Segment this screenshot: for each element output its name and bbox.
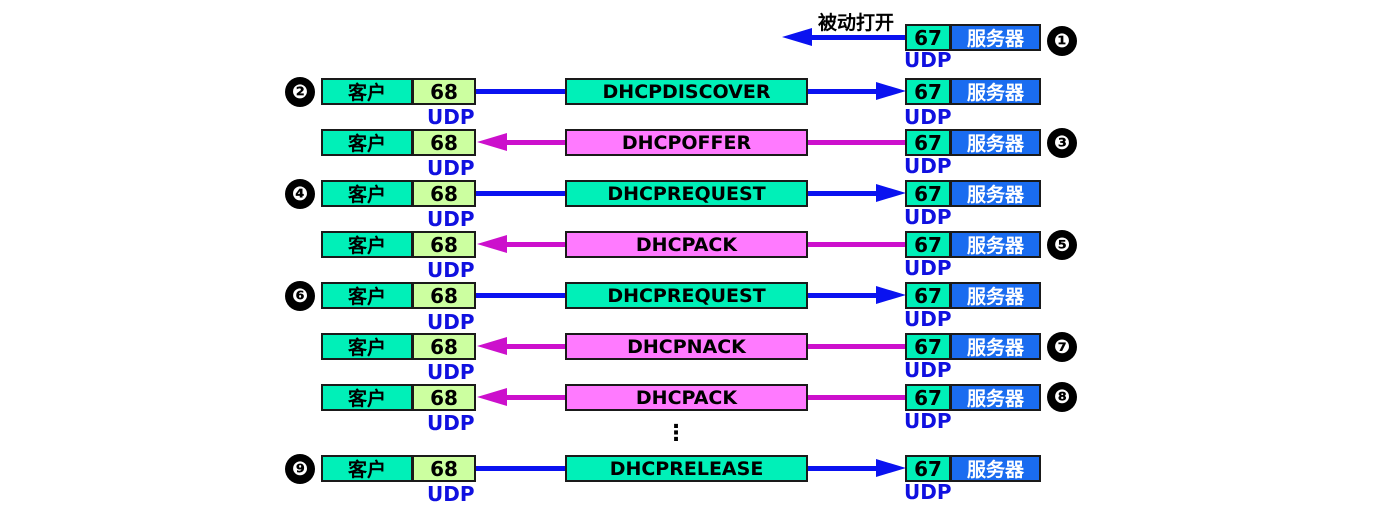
server-udp-label-9: UDP bbox=[904, 480, 952, 504]
client-box-7: 客户 bbox=[321, 333, 413, 360]
server-udp-label-2: UDP bbox=[904, 105, 952, 129]
client-udp-label-7: UDP bbox=[427, 360, 475, 384]
server-udp-label-5: UDP bbox=[904, 256, 952, 280]
server-port-4: 67 bbox=[905, 180, 951, 207]
arrowhead-to-client-3 bbox=[477, 133, 507, 151]
server-port-8: 67 bbox=[905, 384, 951, 411]
step-number-7: ❼ bbox=[1047, 332, 1077, 362]
server-udp-label-7: UDP bbox=[904, 358, 952, 382]
client-udp-label-2: UDP bbox=[427, 105, 475, 129]
client-box-5: 客户 bbox=[321, 231, 413, 258]
client-box-3: 客户 bbox=[321, 129, 413, 156]
server-box-6: 服务器 bbox=[950, 282, 1041, 309]
client-udp-label-6: UDP bbox=[427, 310, 475, 334]
arrowhead-to-server-6 bbox=[876, 286, 906, 304]
client-udp-label-4: UDP bbox=[427, 207, 475, 231]
arrowhead-to-client-8 bbox=[477, 388, 507, 406]
message-box-7: DHCPNACK bbox=[565, 333, 808, 360]
server-port-3: 67 bbox=[905, 129, 951, 156]
server-box-3: 服务器 bbox=[950, 129, 1041, 156]
message-box-3: DHCPOFFER bbox=[565, 129, 808, 156]
passive-open-arrow-line bbox=[810, 35, 906, 40]
client-box-4: 客户 bbox=[321, 180, 413, 207]
arrowhead-to-client-5 bbox=[477, 235, 507, 253]
client-udp-label-5: UDP bbox=[427, 258, 475, 282]
client-port-4: 68 bbox=[412, 180, 476, 207]
server-udp-label-8: UDP bbox=[904, 409, 952, 433]
server-box-1: 服务器 bbox=[950, 24, 1041, 51]
client-box-6: 客户 bbox=[321, 282, 413, 309]
client-port-8: 68 bbox=[412, 384, 476, 411]
server-udp-label-4: UDP bbox=[904, 205, 952, 229]
client-port-7: 68 bbox=[412, 333, 476, 360]
client-port-2: 68 bbox=[412, 78, 476, 105]
step-number-6: ❻ bbox=[285, 281, 315, 311]
step-number-5: ❺ bbox=[1047, 230, 1077, 260]
continuation-ellipsis: ⋮ bbox=[665, 421, 687, 446]
arrowhead-to-server-4 bbox=[876, 184, 906, 202]
server-box-4: 服务器 bbox=[950, 180, 1041, 207]
message-box-2: DHCPDISCOVER bbox=[565, 78, 808, 105]
message-box-9: DHCPRELEASE bbox=[565, 455, 808, 482]
client-port-5: 68 bbox=[412, 231, 476, 258]
client-port-9: 68 bbox=[412, 455, 476, 482]
step-number-8: ❽ bbox=[1047, 382, 1077, 412]
server-box-5: 服务器 bbox=[950, 231, 1041, 258]
client-box-9: 客户 bbox=[321, 455, 413, 482]
server-port-9: 67 bbox=[905, 455, 951, 482]
message-box-5: DHCPACK bbox=[565, 231, 808, 258]
arrowhead-to-client-7 bbox=[477, 337, 507, 355]
passive-open-label: 被动打开 bbox=[818, 12, 895, 34]
client-udp-label-3: UDP bbox=[427, 156, 475, 180]
server-udp-label-6: UDP bbox=[904, 307, 952, 331]
server-udp-label-1: UDP bbox=[904, 48, 952, 72]
arrowhead-to-server-9 bbox=[876, 459, 906, 477]
step-number-1: ❶ bbox=[1047, 26, 1077, 56]
client-box-2: 客户 bbox=[321, 78, 413, 105]
server-port-5: 67 bbox=[905, 231, 951, 258]
server-port-6: 67 bbox=[905, 282, 951, 309]
step-number-2: ❷ bbox=[285, 77, 315, 107]
server-port-2: 67 bbox=[905, 78, 951, 105]
server-box-9: 服务器 bbox=[950, 455, 1041, 482]
server-box-8: 服务器 bbox=[950, 384, 1041, 411]
client-port-3: 68 bbox=[412, 129, 476, 156]
client-box-8: 客户 bbox=[321, 384, 413, 411]
client-udp-label-8: UDP bbox=[427, 411, 475, 435]
message-box-6: DHCPREQUEST bbox=[565, 282, 808, 309]
server-port-1: 67 bbox=[905, 24, 951, 51]
arrowhead-to-server-2 bbox=[876, 82, 906, 100]
message-box-4: DHCPREQUEST bbox=[565, 180, 808, 207]
step-number-9: ❾ bbox=[285, 454, 315, 484]
server-box-7: 服务器 bbox=[950, 333, 1041, 360]
client-udp-label-9: UDP bbox=[427, 482, 475, 506]
client-port-6: 68 bbox=[412, 282, 476, 309]
server-port-7: 67 bbox=[905, 333, 951, 360]
step-number-4: ❹ bbox=[285, 179, 315, 209]
server-box-2: 服务器 bbox=[950, 78, 1041, 105]
server-udp-label-3: UDP bbox=[904, 154, 952, 178]
message-box-8: DHCPACK bbox=[565, 384, 808, 411]
step-number-3: ❸ bbox=[1047, 128, 1077, 158]
passive-open-arrowhead bbox=[782, 28, 812, 46]
